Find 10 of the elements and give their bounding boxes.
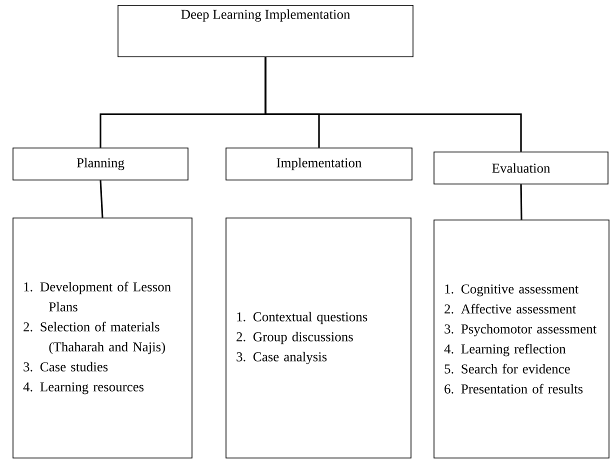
heading-box: Planning xyxy=(12,148,188,180)
title-box: Deep Learning Implementation xyxy=(118,5,414,58)
list-box: 1. Contextual questions 2. Group discussions 3. Case analysis xyxy=(226,218,412,458)
list-box: 1. Development of Lesson Plans 2. Selection of materials (Thaharah and Najis) 3. Case studies 4. Learning resources xyxy=(12,218,192,458)
list-box: 1. Cognitive assessment 2. Affective assessment 3. Psychomotor assessment 4. Learning reflection 5. Search for evidence 6. Presentation of results xyxy=(434,220,610,458)
connector-line xyxy=(264,57,522,152)
connector-line xyxy=(100,180,104,218)
connector-line xyxy=(520,184,522,220)
heading-box: Evaluation xyxy=(434,152,608,184)
heading-box: Implementation xyxy=(226,148,412,180)
